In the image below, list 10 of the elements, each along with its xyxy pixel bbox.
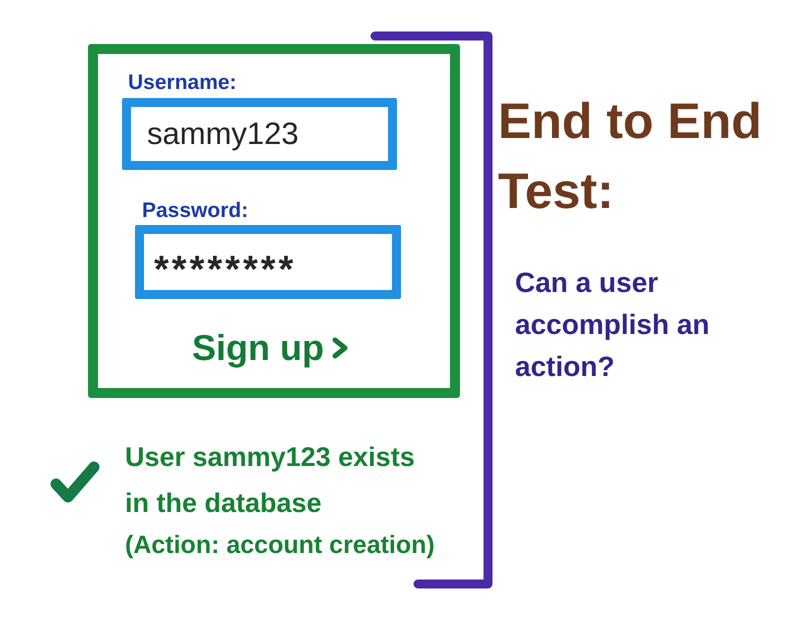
- sign-up-label: Sign up: [192, 326, 324, 370]
- action-note: (Action: account creation): [125, 530, 436, 561]
- input-field: sammy123: [122, 98, 397, 170]
- field-label: Username:: [128, 70, 237, 96]
- title: End to End Test:: [498, 92, 763, 221]
- form-card: [88, 44, 460, 398]
- result-text: User sammy123 exists in the database: [125, 441, 416, 520]
- question-text: Can a user accomplish an action?: [515, 266, 711, 384]
- field-label: Password:: [142, 198, 248, 224]
- input-field: ********: [135, 225, 401, 299]
